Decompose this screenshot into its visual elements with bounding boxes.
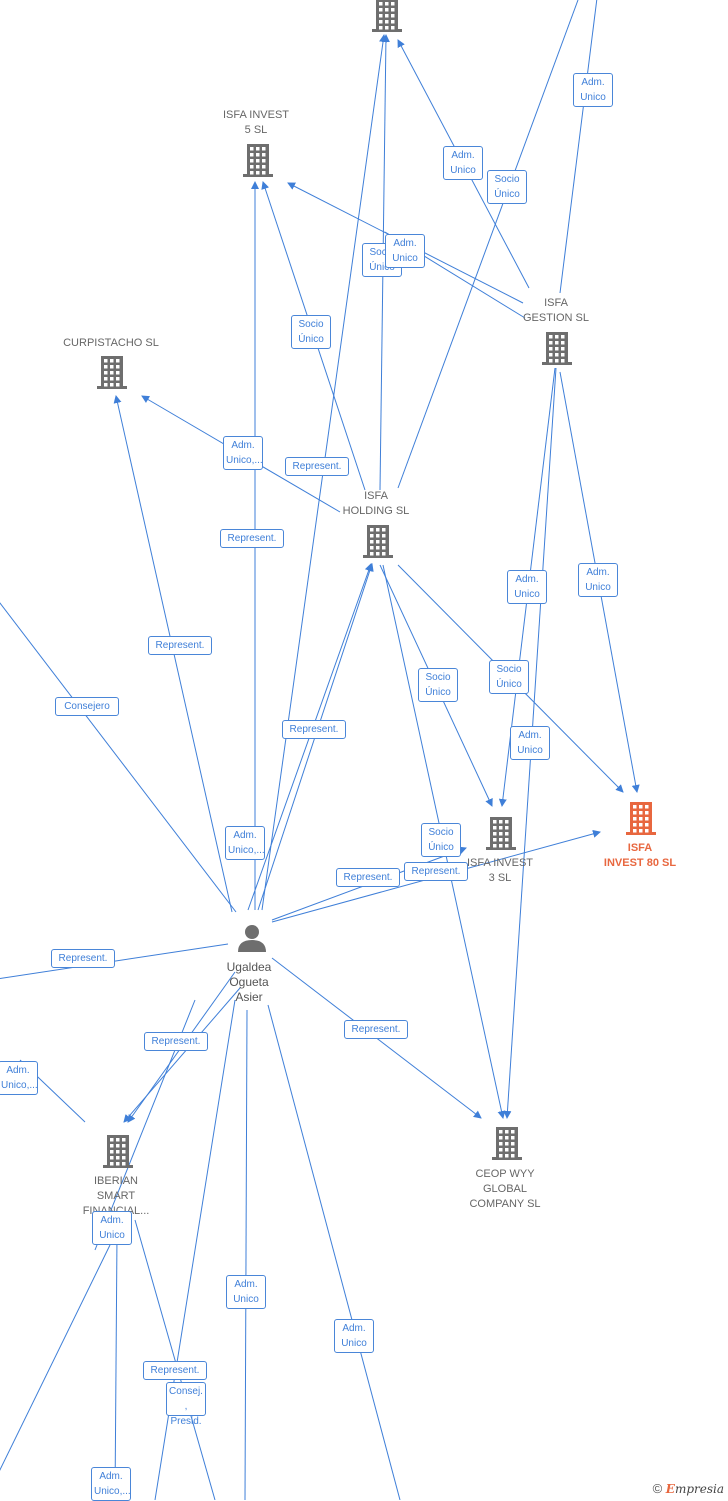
building-icon[interactable] — [626, 802, 656, 835]
edge-label[interactable]: Consej. , Presid. — [166, 1382, 206, 1427]
edge-label[interactable]: Adm. Unico — [578, 563, 618, 597]
edge-label[interactable]: Represent. — [404, 861, 468, 881]
edge-label[interactable]: Socio Único — [291, 315, 331, 349]
edge-label[interactable]: Socio Único — [487, 170, 527, 204]
edge-label[interactable]: Socio Único — [489, 660, 529, 694]
node-label-person[interactable]: Ugaldea Ogueta Asier — [226, 960, 272, 1004]
edge-label[interactable]: Represent. — [143, 1360, 207, 1380]
node-label-isfa-invest-3[interactable]: ISFA INVEST 3 SL — [466, 857, 534, 884]
edge-line — [134, 1219, 216, 1500]
edge-line — [0, 1244, 111, 1471]
edge-line — [154, 999, 236, 1500]
edge-label[interactable]: Adm. Unico — [510, 726, 550, 760]
edge-label[interactable]: Represent. — [285, 456, 349, 476]
node-label-curpistacho[interactable]: CURPISTACHO SL — [63, 337, 159, 349]
node-label-isfa-invest-5[interactable]: ISFA INVEST 5 SL — [222, 109, 290, 136]
edge-label[interactable]: Represent. — [336, 867, 400, 887]
edge-label[interactable]: Adm. Unico — [334, 1319, 374, 1353]
edge-label[interactable]: Adm. Unico — [573, 73, 613, 107]
building-icon[interactable] — [486, 817, 516, 850]
edge-line — [114, 1234, 118, 1500]
edge-label[interactable]: Socio Único — [421, 823, 461, 857]
node-label-isfa-invest-80[interactable]: ISFA INVEST 80 SL — [603, 842, 677, 869]
edge-label[interactable]: Represent. — [220, 528, 284, 548]
edge-label[interactable]: Represent. — [144, 1031, 208, 1051]
edge-label[interactable]: Represent. — [148, 635, 212, 655]
node-label-isfa-gestion[interactable]: ISFA GESTION SL — [522, 297, 590, 324]
edge-line — [397, 0, 579, 489]
building-icon[interactable] — [97, 356, 127, 389]
edge-label[interactable]: Adm. Unico,... — [223, 436, 263, 470]
edge-line — [267, 1004, 401, 1500]
edge-label[interactable]: Socio Único — [418, 668, 458, 702]
edge-label[interactable]: Adm. Unico — [385, 234, 425, 268]
building-icon[interactable] — [372, 0, 402, 32]
edge-label[interactable]: Represent. — [51, 948, 115, 968]
edge-label[interactable]: Represent. — [344, 1019, 408, 1039]
person-icon[interactable] — [238, 925, 266, 952]
building-icon[interactable] — [492, 1127, 522, 1160]
edge-line — [123, 987, 241, 1123]
edge-label[interactable]: Adm. Unico — [443, 146, 483, 180]
edge-line — [244, 1009, 248, 1500]
edge-label[interactable]: Adm. Unico — [92, 1211, 132, 1245]
edge-label[interactable]: Represent. — [282, 719, 346, 739]
edge-line — [0, 602, 237, 913]
building-icon[interactable] — [243, 144, 273, 177]
building-icon[interactable] — [542, 332, 572, 365]
edge-label[interactable]: Adm. Unico,... — [225, 826, 265, 860]
node-label-ceop[interactable]: CEOP WYY GLOBAL COMPANY SL — [469, 1168, 541, 1210]
building-icon[interactable] — [363, 525, 393, 558]
node-label-isfa-holding[interactable]: ISFA HOLDING SL — [342, 490, 410, 517]
node-icons — [97, 0, 656, 1168]
edge-line — [559, 0, 598, 294]
copyright: © Empresia — [652, 1481, 724, 1496]
edge-label[interactable]: Adm. Unico — [507, 570, 547, 604]
building-icon[interactable] — [103, 1135, 133, 1168]
edge-label[interactable]: Adm. Unico — [226, 1275, 266, 1309]
edge-label[interactable]: Adm. Unico,... — [0, 1061, 38, 1095]
edge-label[interactable]: Consejero — [55, 696, 119, 716]
edge-label[interactable]: Adm. Unico,... — [91, 1467, 131, 1501]
